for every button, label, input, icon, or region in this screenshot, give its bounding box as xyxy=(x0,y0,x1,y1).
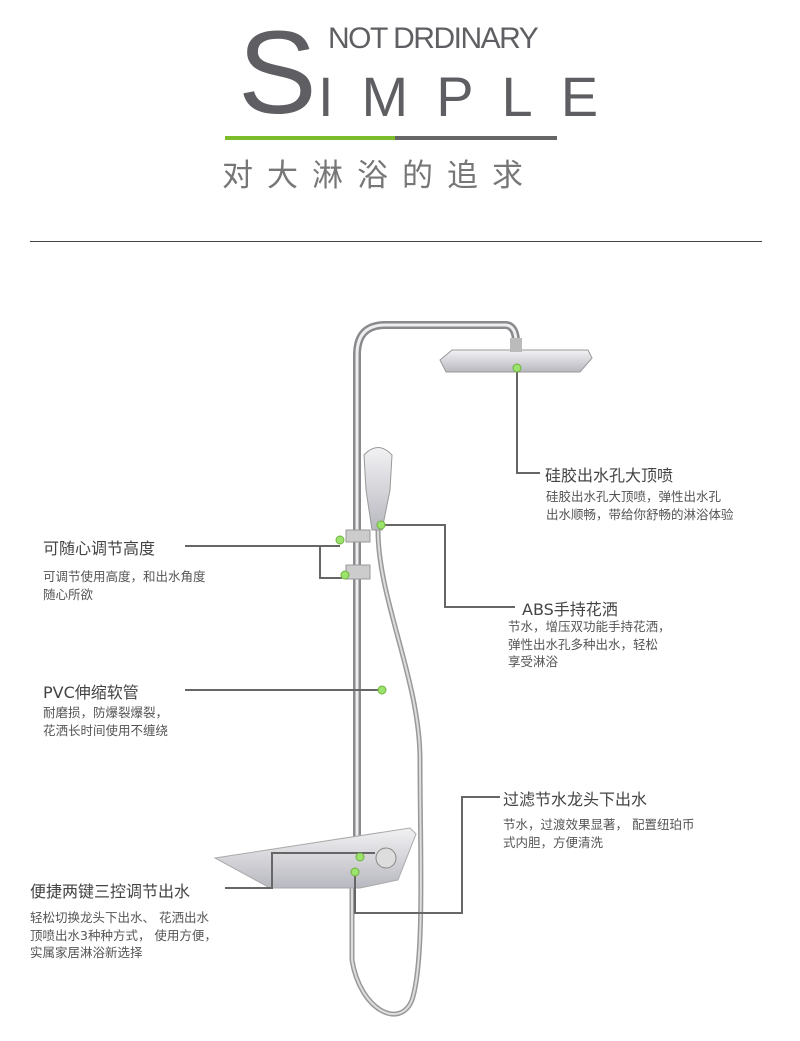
feature-title: PVC伸缩软管 xyxy=(43,683,139,702)
feature-title: ABS手持花洒 xyxy=(522,600,618,619)
divider xyxy=(30,241,762,242)
feature-desc: 耐磨损，防爆裂爆裂， 花洒长时间使用不缠绕 xyxy=(43,705,169,738)
title-big-letter: S xyxy=(238,7,317,139)
tagline: NOT DRDINARY xyxy=(328,22,539,55)
feature-desc: 硅胶出水孔大顶喷，弹性出水孔 出水顺畅，带给你舒畅的淋浴体验 xyxy=(546,489,734,522)
feature-desc: 可调节使用高度，和出水角度 随心所欲 xyxy=(43,569,206,602)
subtitle: 对大淋浴的追求 xyxy=(222,158,537,194)
dark-bar xyxy=(395,136,557,140)
feature-title: 硅胶出水孔大顶喷 xyxy=(545,466,674,485)
feature-desc: 节水，增压双功能手持花洒， 弹性出水孔多种出水，轻松 享受淋浴 xyxy=(508,619,671,669)
feature-desc: 节水，过渡效果显著， 配置纽珀币 式内胆，方便清洗 xyxy=(503,817,695,850)
feature-title: 可随心调节高度 xyxy=(43,539,156,558)
accent-bar xyxy=(225,136,395,140)
feature-desc: 轻松切换龙头下出水、 花洒出水 顶喷出水3种种方式， 使用方便， 实属家居淋浴新… xyxy=(30,910,217,960)
feature-title: 过滤节水龙头下出水 xyxy=(503,790,648,809)
title-word: IMPLE xyxy=(318,65,627,128)
feature-title: 便捷两键三控调节出水 xyxy=(30,882,191,901)
